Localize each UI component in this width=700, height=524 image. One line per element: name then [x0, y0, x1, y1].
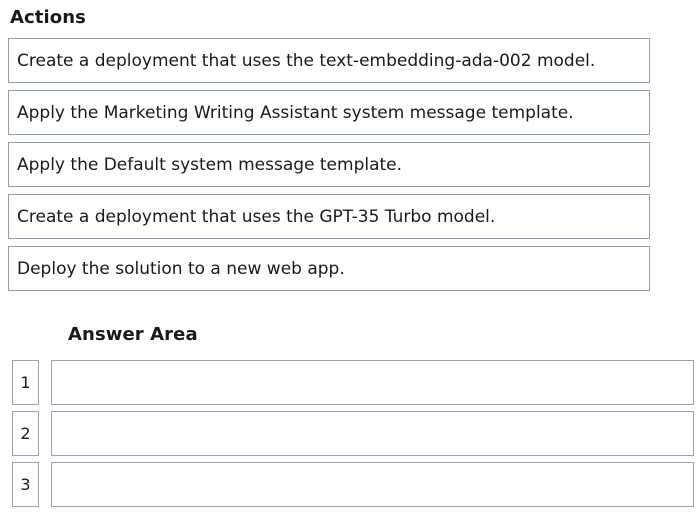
answer-drop-target-2[interactable] — [51, 411, 694, 456]
action-item-embedding-deployment[interactable]: Create a deployment that uses the text-e… — [8, 38, 650, 83]
answer-drop-target-3[interactable] — [51, 462, 694, 507]
action-item-label: Deploy the solution to a new web app. — [17, 258, 345, 279]
answer-row: 2 — [12, 411, 694, 456]
action-item-label: Apply the Default system message templat… — [17, 154, 403, 175]
action-item-label: Create a deployment that uses the GPT-35… — [17, 206, 496, 227]
answer-area: 1 2 3 — [12, 360, 694, 513]
action-item-deploy-web-app[interactable]: Deploy the solution to a new web app. — [8, 246, 650, 291]
answer-slot-number: 2 — [12, 411, 39, 456]
answer-slot-number: 3 — [12, 462, 39, 507]
answer-row: 1 — [12, 360, 694, 405]
answer-row: 3 — [12, 462, 694, 507]
answer-area-heading: Answer Area — [68, 324, 198, 345]
actions-list: Create a deployment that uses the text-e… — [8, 38, 650, 298]
action-item-label: Apply the Marketing Writing Assistant sy… — [17, 102, 574, 123]
answer-drop-target-1[interactable] — [51, 360, 694, 405]
action-item-default-template[interactable]: Apply the Default system message templat… — [8, 142, 650, 187]
actions-heading: Actions — [10, 7, 86, 28]
action-item-gpt35-deployment[interactable]: Create a deployment that uses the GPT-35… — [8, 194, 650, 239]
action-item-label: Create a deployment that uses the text-e… — [17, 50, 596, 71]
answer-slot-number: 1 — [12, 360, 39, 405]
action-item-marketing-template[interactable]: Apply the Marketing Writing Assistant sy… — [8, 90, 650, 135]
